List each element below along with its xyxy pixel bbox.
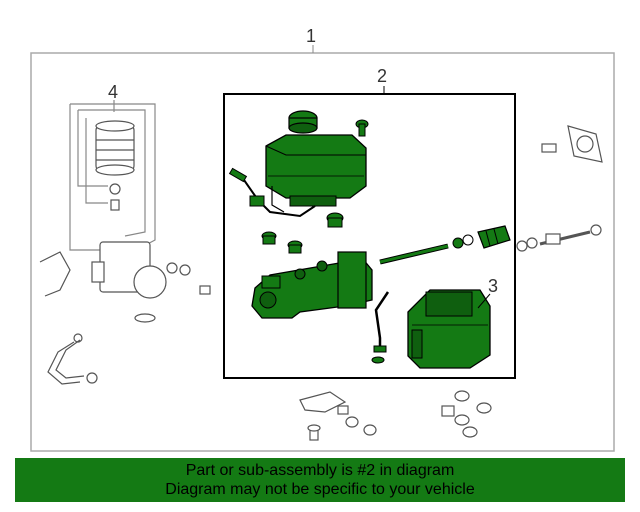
callout-1: 1 xyxy=(306,26,316,46)
bottom-fittings xyxy=(299,390,492,441)
booster-pump xyxy=(39,241,211,323)
master-cylinder-body xyxy=(251,251,373,319)
callout-3: 3 xyxy=(488,276,498,296)
actuator-pump xyxy=(407,289,491,369)
rod-fitting xyxy=(516,224,602,252)
reservoir-cap xyxy=(288,110,318,134)
sensor-harness xyxy=(228,167,316,218)
reservoir-tank xyxy=(265,134,367,213)
grommet-3 xyxy=(326,212,344,228)
bolt xyxy=(355,119,369,137)
gasket xyxy=(541,125,603,163)
boot xyxy=(477,225,511,249)
callout-4-brackets xyxy=(69,100,156,251)
callout-2: 2 xyxy=(377,66,387,86)
callout-4: 4 xyxy=(108,82,118,102)
grommet-2 xyxy=(287,240,303,254)
callout-3-leader xyxy=(477,293,491,309)
accumulator xyxy=(95,120,135,211)
notice-line-1: Part or sub-assembly is #2 in diagram xyxy=(185,462,455,479)
grommet-1 xyxy=(261,231,277,245)
hose xyxy=(47,333,98,385)
pipe-bracket xyxy=(371,291,390,364)
outer-frame xyxy=(30,52,615,452)
notice-line-2: Diagram may not be specific to your vehi… xyxy=(165,481,475,498)
push-rod xyxy=(379,234,474,265)
notice-banner: Part or sub-assembly is #2 in diagram Di… xyxy=(15,458,625,502)
